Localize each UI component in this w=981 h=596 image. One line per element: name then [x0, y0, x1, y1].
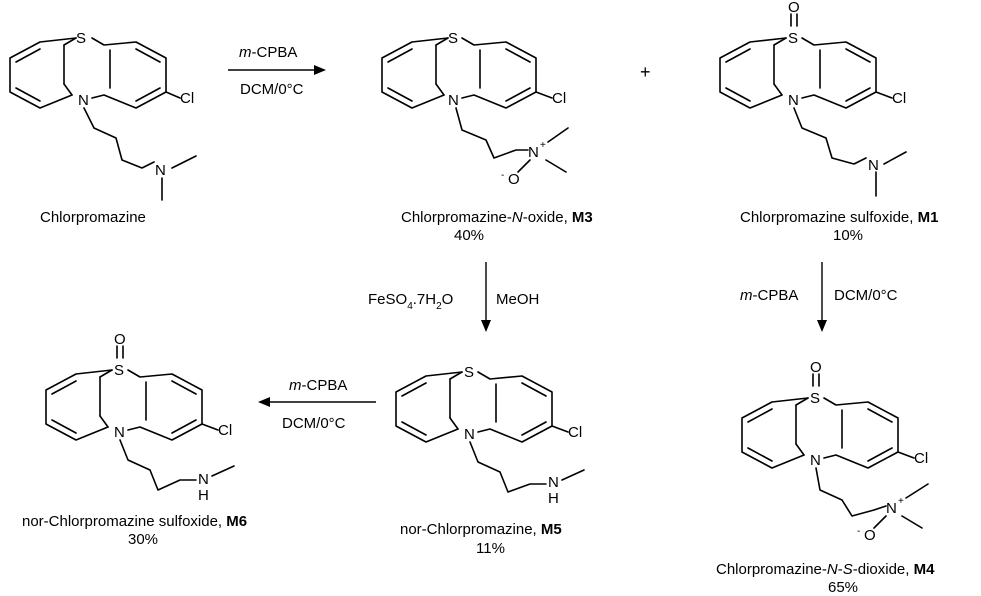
atom-nitrogen: N [810, 452, 821, 469]
structure-m6: S O N Cl N H [45, 331, 235, 504]
reaction-arrow-4 [258, 397, 376, 407]
reagent-feso4: FeSO4.7H2O [368, 291, 453, 312]
atom-nitrogen-amine: N [198, 471, 209, 488]
atom-nitrogen-amine: N [548, 474, 559, 491]
reaction-arrow-3 [817, 262, 827, 332]
yield-m6: 30% [128, 531, 158, 548]
compound-label-m5: nor-Chlorpromazine, M5 [400, 521, 562, 538]
atom-nitrogen: N [464, 426, 475, 443]
charge-minus: - [857, 526, 860, 537]
compound-label-m3: Chlorpromazine-N-oxide, M3 [401, 209, 593, 226]
atom-nitrogen-amine: N [868, 157, 879, 174]
atom-nitrogen: N [78, 92, 89, 109]
atom-chlorine: Cl [914, 450, 928, 467]
reagent-mcpba-1: m-CPBA [239, 44, 297, 61]
compound-label-m4: Chlorpromazine-N-S-dioxide, M4 [716, 561, 935, 578]
atom-nitrogen: N [448, 92, 459, 109]
structure-m1: S O N Cl N [719, 0, 907, 197]
atom-sulfur: S [788, 30, 798, 47]
atom-nitrogen: N [114, 424, 125, 441]
compound-label-m6: nor-Chlorpromazine sulfoxide, M6 [22, 513, 247, 530]
atom-hydrogen: H [198, 487, 209, 504]
atom-nitrogen-oxide: N [528, 144, 539, 161]
atom-chlorine: Cl [568, 424, 582, 441]
compound-label-m1: Chlorpromazine sulfoxide, M1 [740, 209, 938, 226]
atom-hydrogen: H [548, 490, 559, 507]
structure-m3: S N Cl N + O - [381, 30, 569, 188]
yield-m1: 10% [833, 227, 863, 244]
atom-chlorine: Cl [180, 90, 194, 107]
reagent-mcpba-3: m-CPBA [740, 287, 798, 304]
yield-m5: 11% [476, 540, 505, 557]
atom-chlorine: Cl [218, 422, 232, 439]
charge-minus: - [501, 170, 504, 181]
reaction-arrow-2 [481, 262, 491, 332]
charge-plus: + [540, 140, 546, 151]
reagent-mcpba-4: m-CPBA [289, 377, 347, 394]
atom-chlorine: Cl [552, 90, 566, 107]
reagent-conditions-4: DCM/0°C [282, 415, 346, 432]
atom-oxygen-sulfoxide: O [810, 359, 822, 376]
atom-oxygen: O [788, 0, 800, 16]
yield-m4: 65% [828, 579, 858, 596]
atom-sulfur: S [114, 362, 124, 379]
reagent-conditions-3: DCM/0°C [834, 287, 898, 304]
atom-sulfur: S [448, 30, 458, 47]
atom-nitrogen: N [788, 92, 799, 109]
reagent-conditions-1: DCM/0°C [240, 81, 304, 98]
plus-sign: + [640, 62, 651, 82]
compound-label-chlorpromazine: Chlorpromazine [40, 209, 146, 226]
structure-m5: S N Cl N H [395, 364, 585, 507]
atom-sulfur: S [464, 364, 474, 381]
atom-oxygen-n-oxide: O [864, 527, 876, 544]
structure-m4: S O N Cl N + O - [741, 359, 929, 544]
atom-sulfur: S [810, 390, 820, 407]
yield-m3: 40% [454, 227, 484, 244]
charge-plus: + [898, 496, 904, 507]
atom-nitrogen-amine: N [155, 162, 166, 179]
atom-sulfur: S [76, 30, 86, 47]
structure-chlorpromazine: S N Cl N [9, 30, 197, 201]
atom-oxygen: O [114, 331, 126, 348]
reaction-arrow-1 [228, 65, 326, 75]
atom-oxygen: O [508, 171, 520, 188]
atom-nitrogen-oxide: N [886, 500, 897, 517]
atom-chlorine: Cl [892, 90, 906, 107]
reagent-meoh: MeOH [496, 291, 539, 308]
